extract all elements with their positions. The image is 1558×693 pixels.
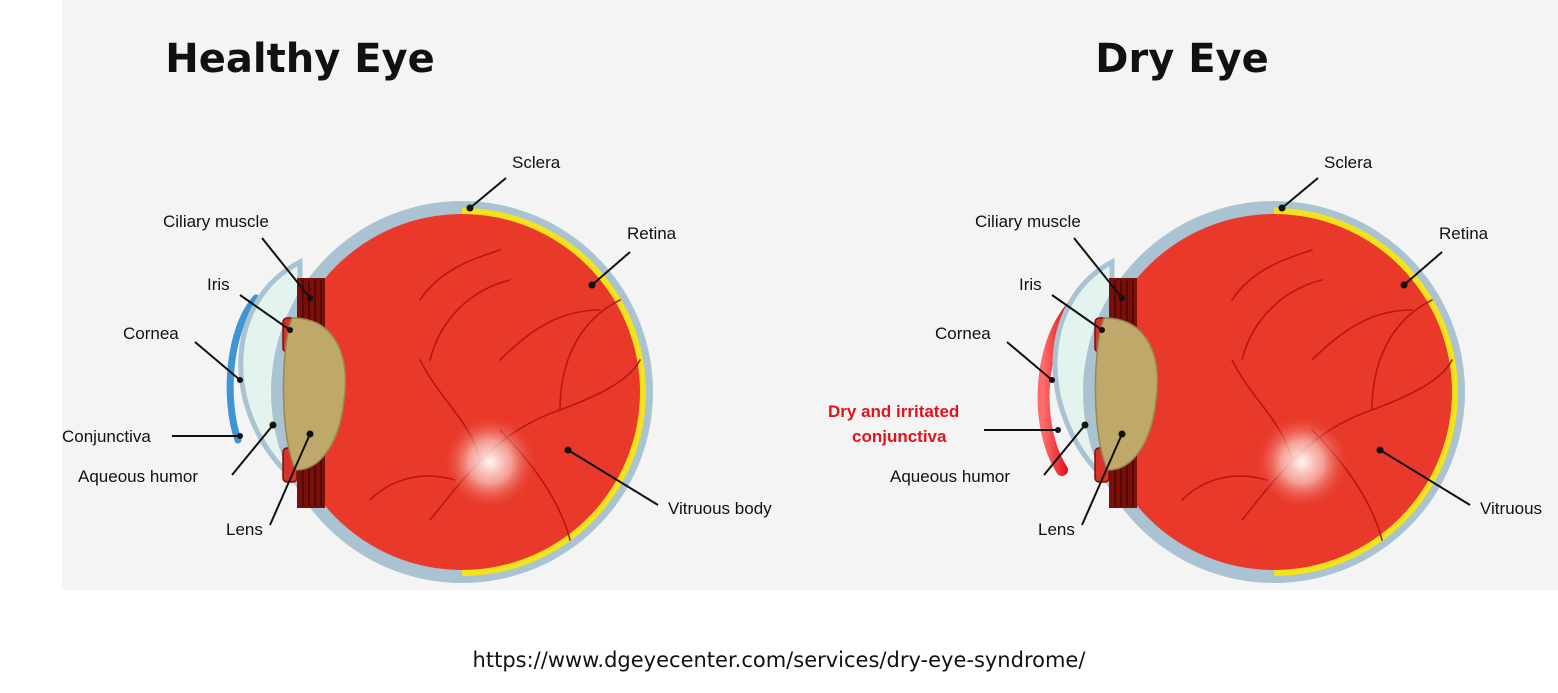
dry-eye-title: Dry Eye (1095, 36, 1268, 82)
dry-eye: Dry Eye (828, 36, 1542, 583)
dry-label-aqueous-humor: Aqueous humor (890, 467, 1010, 486)
healthy-label-aqueous-humor: Aqueous humor (78, 467, 198, 486)
source-url: https://www.dgeyecenter.com/services/dry… (0, 648, 1558, 672)
healthy-label-iris: Iris (207, 275, 230, 294)
dry-label-sclera: Sclera (1324, 153, 1373, 172)
dry-label-vitreous: Vitruous (1480, 499, 1542, 518)
dry-label-conjunctiva-line1: Dry and irritated (828, 402, 959, 421)
dry-label-iris: Iris (1019, 275, 1042, 294)
dry-label-retina: Retina (1439, 224, 1489, 243)
healthy-eye-title: Healthy Eye (165, 36, 434, 82)
healthy-label-cornea: Cornea (123, 324, 179, 343)
dry-label-cornea: Cornea (935, 324, 991, 343)
healthy-label-ciliary-muscle: Ciliary muscle (163, 212, 269, 231)
healthy-label-retina: Retina (627, 224, 677, 243)
healthy-eye: Healthy Eye (62, 36, 772, 583)
eye-diagram: Healthy Eye (0, 0, 1558, 640)
dry-label-conjunctiva-line2: conjunctiva (852, 427, 947, 446)
dry-label-lens: Lens (1038, 520, 1075, 539)
healthy-label-sclera: Sclera (512, 153, 561, 172)
dry-macula-glow (1254, 414, 1350, 510)
healthy-macula-glow (442, 414, 538, 510)
healthy-label-lens: Lens (226, 520, 263, 539)
healthy-label-vitreous-body: Vitruous body (668, 499, 772, 518)
dry-label-ciliary-muscle: Ciliary muscle (975, 212, 1081, 231)
healthy-label-conjunctiva: Conjunctiva (62, 427, 151, 446)
